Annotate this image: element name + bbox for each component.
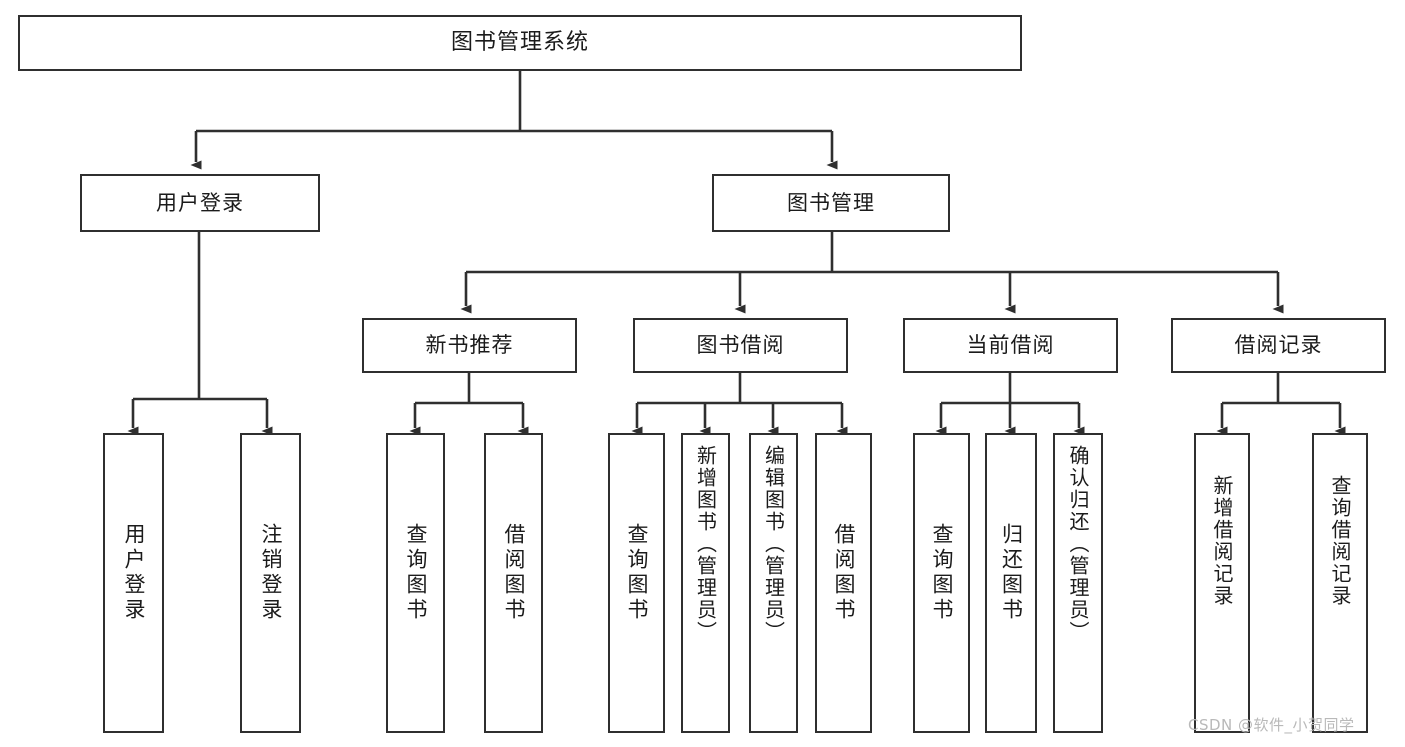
- node-leaf-logout[interactable]: 注销登录: [240, 433, 301, 733]
- node-leaf-logout-label: 注销登录: [259, 523, 283, 623]
- node-borrow-record-label: 借阅记录: [1234, 333, 1323, 358]
- node-user-login[interactable]: 用户登录: [80, 174, 320, 232]
- node-root[interactable]: 图书管理系统: [18, 15, 1022, 71]
- node-leaf-borrow-book-1[interactable]: 借阅图书: [484, 433, 543, 733]
- node-leaf-add-book-label: 新增图书（管理员）: [693, 445, 718, 643]
- node-leaf-user-login-label: 用户登录: [122, 523, 146, 623]
- node-book-borrow[interactable]: 图书借阅: [633, 318, 848, 373]
- node-leaf-query-record-label: 查询借阅记录: [1328, 475, 1352, 607]
- node-leaf-borrow-book-2-label: 借阅图书: [832, 523, 856, 623]
- node-leaf-return-book[interactable]: 归还图书: [985, 433, 1037, 733]
- node-leaf-borrow-book-1-label: 借阅图书: [502, 523, 526, 623]
- node-leaf-query-record[interactable]: 查询借阅记录: [1312, 433, 1368, 733]
- node-borrow-record[interactable]: 借阅记录: [1171, 318, 1386, 373]
- node-leaf-confirm-return-label: 确认归还（管理员）: [1066, 445, 1090, 643]
- node-leaf-return-book-label: 归还图书: [999, 523, 1024, 623]
- node-leaf-query-book-2-label: 查询图书: [625, 523, 649, 623]
- node-leaf-edit-book-label: 编辑图书（管理员）: [761, 445, 786, 643]
- node-new-book-rec-label: 新书推荐: [425, 333, 514, 358]
- node-user-login-label: 用户登录: [156, 190, 244, 215]
- node-leaf-confirm-return[interactable]: 确认归还（管理员）: [1053, 433, 1103, 733]
- node-leaf-user-login[interactable]: 用户登录: [103, 433, 164, 733]
- csdn-watermark: CSDN @软件_小贺同学: [1188, 716, 1355, 734]
- node-root-label: 图书管理系统: [450, 30, 589, 56]
- node-book-borrow-label: 图书借阅: [696, 333, 785, 358]
- node-current-borrow-label: 当前借阅: [966, 333, 1055, 358]
- node-leaf-edit-book[interactable]: 编辑图书（管理员）: [749, 433, 798, 733]
- node-leaf-query-book-3[interactable]: 查询图书: [913, 433, 970, 733]
- node-leaf-add-record[interactable]: 新增借阅记录: [1194, 433, 1250, 733]
- node-current-borrow[interactable]: 当前借阅: [903, 318, 1118, 373]
- node-leaf-add-book[interactable]: 新增图书（管理员）: [681, 433, 730, 733]
- node-leaf-add-record-label: 新增借阅记录: [1210, 475, 1234, 607]
- node-book-manage[interactable]: 图书管理: [712, 174, 950, 232]
- node-leaf-query-book-1[interactable]: 查询图书: [386, 433, 445, 733]
- node-new-book-rec[interactable]: 新书推荐: [362, 318, 577, 373]
- node-book-manage-label: 图书管理: [787, 190, 875, 215]
- node-leaf-query-book-2[interactable]: 查询图书: [608, 433, 665, 733]
- node-leaf-borrow-book-2[interactable]: 借阅图书: [815, 433, 872, 733]
- node-leaf-query-book-1-label: 查询图书: [404, 523, 428, 623]
- node-leaf-query-book-3-label: 查询图书: [930, 523, 954, 623]
